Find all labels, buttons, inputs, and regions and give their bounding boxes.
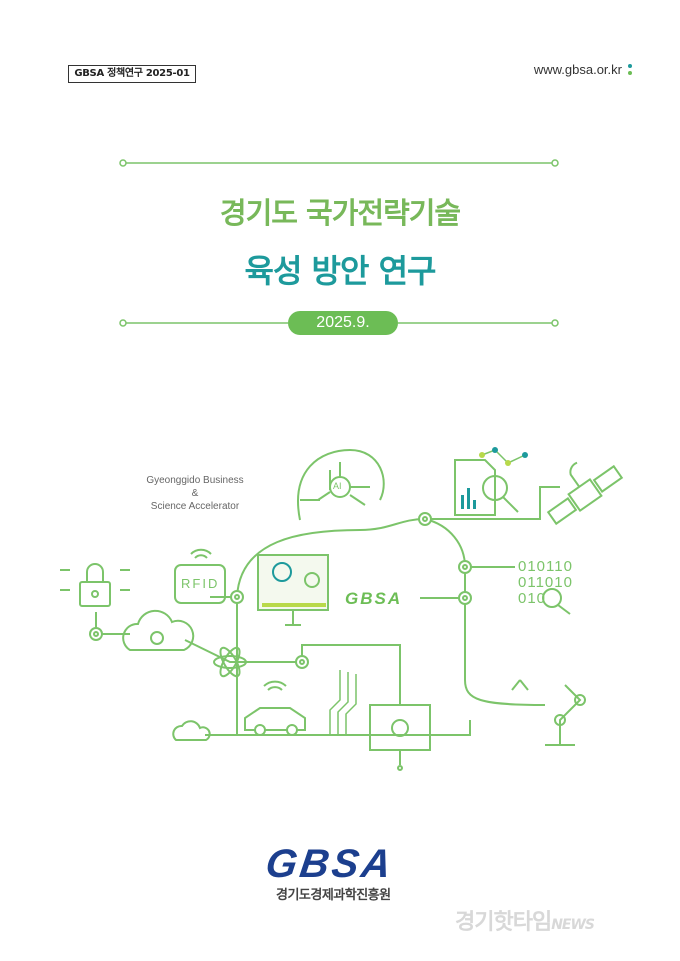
tagline-amp: &	[191, 488, 199, 499]
magnifier-icon	[542, 588, 571, 615]
report-magnifier-icon	[454, 447, 528, 516]
cloud-small-icon	[172, 720, 211, 741]
title-line2: 육성 방안 연구	[244, 252, 437, 290]
website-url[interactable]: www.gbsa.or.kr	[533, 62, 622, 77]
center-gbsa-logo: GBSA	[345, 589, 403, 608]
presentation-board-icon	[369, 704, 431, 771]
robot-arm-icon	[511, 679, 586, 746]
binary-line: 010	[518, 590, 547, 607]
cloud-gear-icon	[122, 609, 195, 651]
ai-label: AI	[333, 481, 342, 491]
dots-icon	[628, 64, 632, 78]
organization-name: 경기도경제과학진흥원	[276, 888, 391, 903]
binary-line: 011010	[518, 574, 573, 591]
title-rule-bottom	[119, 319, 559, 327]
satellite-icon	[546, 461, 624, 526]
title-line1: 경기도 국가전략기술	[219, 196, 461, 230]
gbsa-logo: GBSA	[262, 842, 397, 886]
ai-head-icon	[297, 448, 385, 521]
circuit-traces-icon	[329, 670, 357, 735]
watermark-name: 경기핫타임	[455, 910, 552, 935]
car-icon	[244, 680, 306, 736]
title-rule-top	[119, 159, 559, 167]
rfid-label: RFID	[181, 576, 220, 591]
binary-text: 010110 011010 010	[518, 559, 573, 607]
tagline-line2: Science Accelerator	[150, 501, 240, 512]
series-label: GBSA 정책연구 2025-01	[68, 65, 196, 83]
monitor-gear-icon	[257, 554, 329, 626]
atom-icon	[213, 646, 247, 678]
lock-icon	[60, 563, 130, 607]
tagline: Gyeonggido Business & Science Accelerato…	[140, 474, 250, 513]
binary-line: 010110	[518, 558, 573, 575]
rfid-icon	[174, 548, 226, 604]
watermark-suffix: NEWS	[551, 917, 595, 933]
tagline-line1: Gyeonggido Business	[146, 475, 244, 486]
date-badge: 2025.9.	[288, 311, 398, 335]
news-watermark: 경기핫타임NEWS	[455, 904, 595, 936]
